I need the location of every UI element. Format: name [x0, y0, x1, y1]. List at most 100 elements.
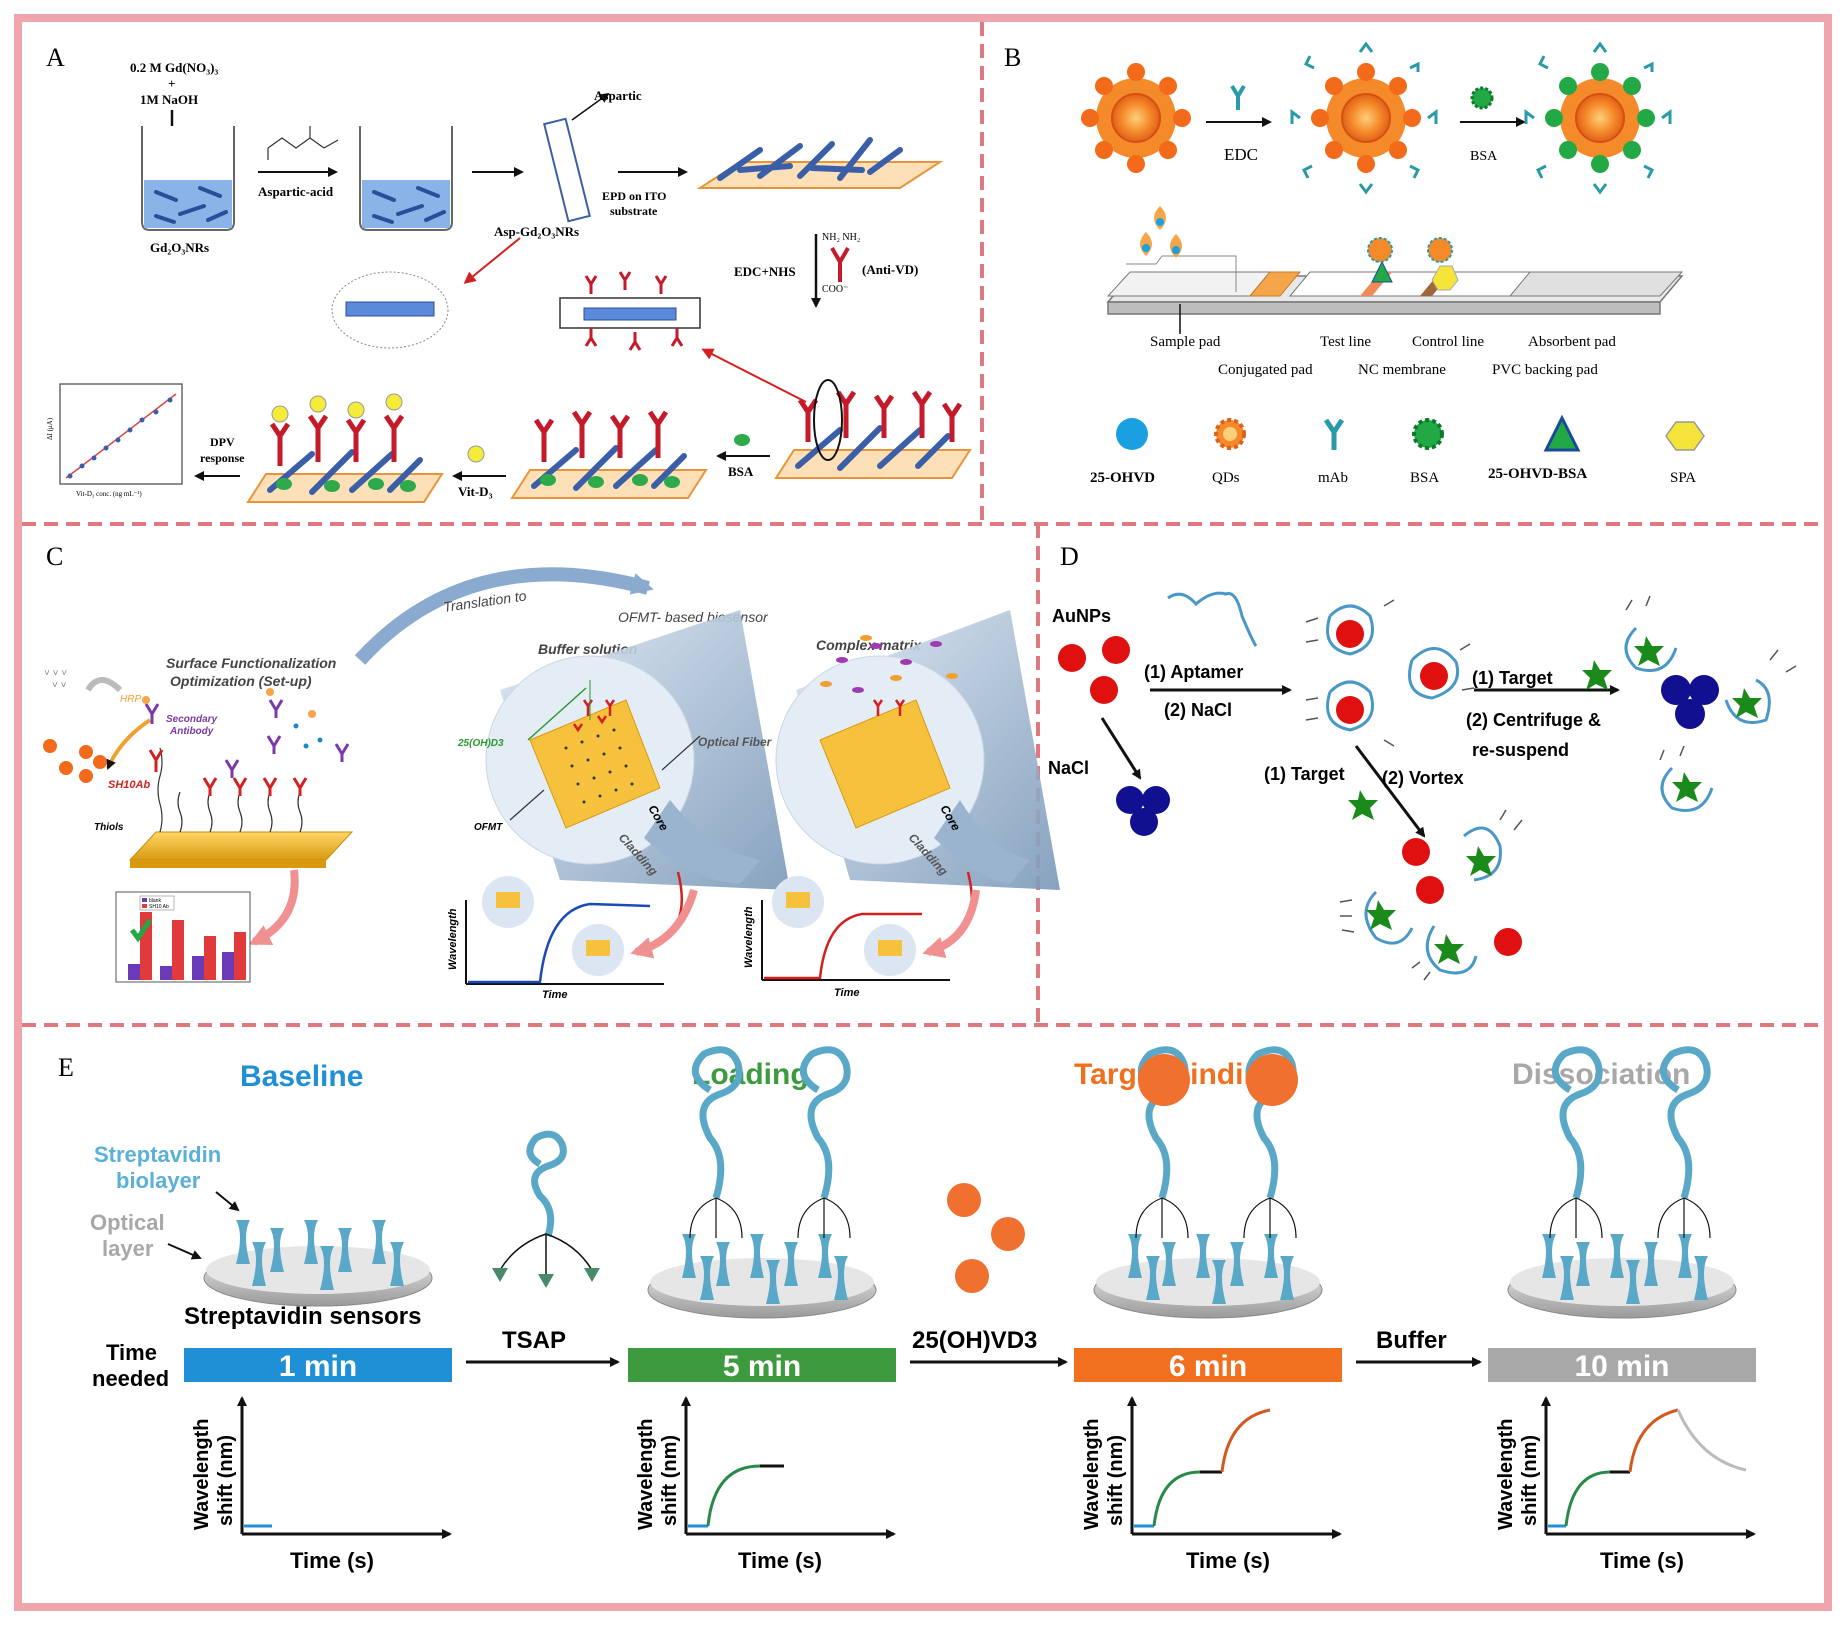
legend-25ohvd-bsa-icon — [1543, 414, 1581, 452]
time-baseline: 1 min — [279, 1350, 357, 1383]
strepta-line1: Streptavidin — [94, 1142, 221, 1167]
asp-gd-label: Asp-Gd₂O₃NRs — [494, 224, 579, 239]
wavelength-plot-2: Wavelength Time — [743, 876, 950, 999]
calibration-xlabel: Vit-D₃ conc. (ng mL⁻¹) — [76, 490, 142, 498]
ylabel-e3-line2: shift (nm) — [1105, 1435, 1127, 1526]
sensorgram-baseline: Wavelength shift (nm) Time (s) — [191, 1396, 452, 1573]
legend-25ohvd-bsa-label: 25-OHVD-BSA — [1488, 466, 1587, 482]
qd-mab-bsa — [1524, 41, 1672, 195]
aunps-label: AuNPs — [1052, 606, 1111, 626]
sensor-disk-dissociation — [1507, 1046, 1737, 1319]
aunps-cluster — [1058, 636, 1130, 704]
ylabel-e1-line1: Wavelength — [191, 1419, 213, 1531]
ylabel-e2-line2: shift (nm) — [659, 1435, 681, 1526]
gold-surface — [128, 688, 354, 868]
optimization-bar-chart: blank SH10 Ab — [115, 891, 251, 983]
buffer-label: Buffer — [1376, 1327, 1447, 1354]
glowing-particles — [43, 739, 107, 783]
red-arrow-a1 — [463, 237, 521, 284]
beaker-2 — [359, 126, 453, 231]
sensor-disk-binding — [1093, 1046, 1323, 1319]
sensorgram-dissociation: Wavelength shift (nm) Time (s) — [1495, 1396, 1756, 1573]
legend-spa-label: SPA — [1670, 470, 1696, 486]
legend-qd-icon — [1214, 418, 1246, 450]
tsap-label: TSAP — [502, 1327, 566, 1354]
legend-mab-label: mAb — [1318, 470, 1348, 486]
vitd-label: Vit-D₃ — [458, 484, 493, 499]
bsa-icon — [734, 434, 750, 446]
ofmt-label: OFMT — [474, 822, 503, 833]
aptamer-label: (1) Aptamer — [1144, 662, 1243, 682]
red-arrow-a2 — [701, 348, 807, 403]
red-arrow-fiber-1 — [630, 888, 698, 959]
substrate-bsa — [510, 410, 708, 499]
dpv-line2: response — [200, 451, 245, 465]
lateral-flow-strip — [1106, 206, 1684, 334]
sensorgram-binding: Wavelength shift (nm) Time (s) — [1081, 1396, 1342, 1573]
final-aggregated — [1624, 595, 1797, 812]
sensor-disk-baseline — [203, 1220, 433, 1307]
target1-label: (1) Target — [1472, 668, 1553, 688]
test-line-label: Test line — [1320, 334, 1371, 350]
time-dissociation: 10 min — [1574, 1350, 1669, 1383]
stage-title-baseline: Baseline — [240, 1060, 363, 1093]
sensorgram-loading: Wavelength shift (nm) Time (s) — [635, 1396, 896, 1573]
panel-label-e: E — [58, 1053, 74, 1082]
target2-label: (1) Target — [1264, 764, 1345, 784]
wavelength-plot-1: Wavelength Time — [447, 876, 664, 1001]
optical-line2: layer — [102, 1236, 154, 1261]
reagent-line1: 0.2 M Gd(NO₃)₃ — [130, 60, 218, 75]
conjugated-pad-label: Conjugated pad — [1218, 362, 1313, 378]
sensors-label: Streptavidin sensors — [184, 1303, 421, 1330]
optical-fiber-1 — [485, 610, 790, 940]
panel-label-c: C — [46, 542, 63, 571]
panel-label-d: D — [1060, 542, 1079, 571]
aspartic-acid-label: Aspartic-acid — [258, 184, 334, 199]
anti-vd-label: (Anti-VD) — [862, 262, 918, 277]
thiol-marks: ˅ ˅ ˅˅ ˅ — [44, 668, 67, 691]
epd-line1: EPD on ITO — [602, 189, 666, 203]
bsa-icon-b — [1470, 86, 1494, 110]
secondary-line1: Secondary — [166, 714, 218, 725]
red-arrow-to-bar — [248, 869, 299, 946]
centrifuge-line2: re-suspend — [1472, 740, 1569, 760]
time-binding: 6 min — [1169, 1350, 1247, 1383]
optical-fiber-2 — [775, 610, 1060, 940]
substrate-vitd — [246, 393, 444, 503]
red-arrow-fiber-2 — [922, 889, 980, 959]
legend-bsa-icon — [1412, 418, 1444, 450]
reagent-line2: + — [168, 76, 175, 91]
optical-line1: Optical — [90, 1210, 165, 1235]
arrow-nacl — [1100, 717, 1142, 780]
panel-e: Baseline Loading Target binding Dissocia… — [90, 1046, 1756, 1573]
hrp-arrow — [106, 718, 152, 770]
panel-b: EDC BSA — [1081, 41, 1705, 486]
qd-mab — [1290, 41, 1438, 195]
xlabel-e3: Time (s) — [1186, 1548, 1270, 1573]
bsa-label-a: BSA — [728, 464, 754, 479]
nacl-label: NaCl — [1048, 758, 1089, 778]
legend-blank-label: blank — [149, 898, 161, 904]
target-star-icon-1 — [1582, 660, 1612, 690]
functionalized-rod-left — [331, 271, 449, 349]
complex-matrix-label: Complex matrix — [816, 637, 922, 653]
beaker-1 — [141, 126, 235, 231]
panel-label-b: B — [1004, 43, 1021, 72]
tsap-molecule — [492, 1130, 600, 1288]
ito-substrate — [696, 137, 944, 189]
outer-border — [14, 14, 1832, 1611]
hrp-label: HRP — [120, 694, 141, 705]
aptamer-icon — [1167, 591, 1258, 647]
panel-c: Translation to OFMT- based biosensor Sur… — [43, 567, 1060, 1001]
thiols-label: Thiols — [94, 822, 124, 833]
calibration-plot: ΔI (μA) Vit-D₃ conc. (ng mL⁻¹) — [46, 383, 183, 498]
wavelength-ylabel-1: Wavelength — [447, 908, 459, 970]
optical-pointer — [167, 1243, 202, 1260]
time-xlabel-1: Time — [542, 989, 567, 1001]
vortex-label: (2) Vortex — [1382, 768, 1464, 788]
svg-text:˅ ˅: ˅ ˅ — [52, 680, 67, 691]
epd-line2: substrate — [610, 204, 658, 218]
edc-nhs-label: EDC+NHS — [734, 264, 796, 279]
gd2o3-nrs-label: Gd₂O₃NRs — [150, 240, 209, 255]
